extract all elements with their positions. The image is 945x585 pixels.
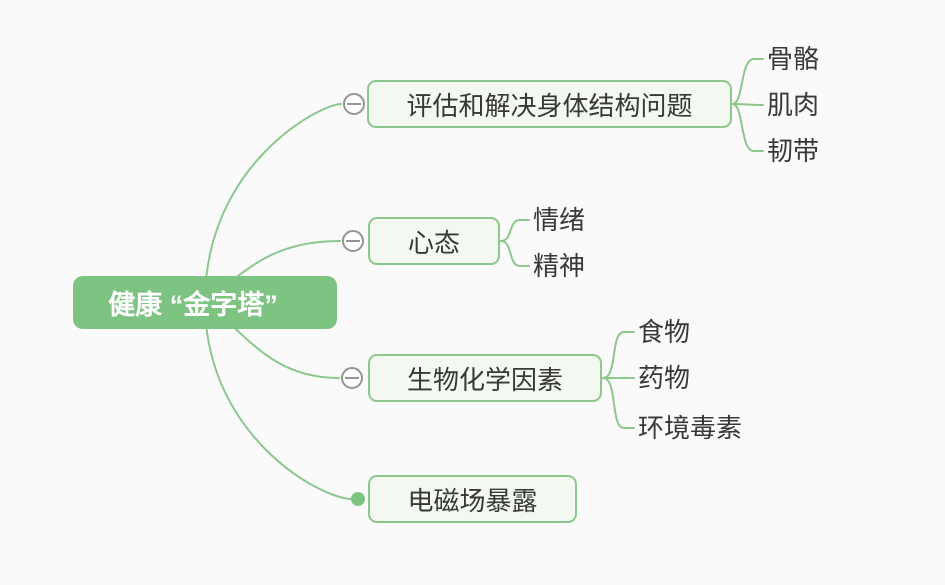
edge-branch1-child1 — [732, 58, 764, 105]
edge-branch1-child2 — [732, 103, 764, 106]
edge-branch1-child3 — [732, 103, 764, 152]
branch4-endpoint-dot[interactable] — [351, 492, 365, 506]
edge-branch2-child1 — [500, 219, 530, 242]
subtopic-ligaments[interactable]: 韧带 — [767, 136, 820, 166]
topic-body-structure[interactable]: 评估和解决身体结构问题 — [367, 80, 732, 128]
subtopic-env-toxins[interactable]: 环境毒素 — [638, 413, 743, 443]
topic-mindset[interactable]: 心态 — [368, 217, 500, 265]
edge-root-branch4 — [204, 301, 353, 500]
minus-icon — [347, 103, 361, 105]
root-topic[interactable]: 健康 “金字塔” — [73, 276, 337, 329]
subtopic-muscles[interactable]: 肌肉 — [767, 90, 820, 120]
subtopic-spirit[interactable]: 精神 — [533, 251, 586, 281]
minus-icon — [346, 240, 360, 242]
topic-biochemical[interactable]: 生物化学因素 — [368, 354, 602, 402]
edge-branch3-child3 — [602, 377, 635, 429]
edge-root-branch1 — [204, 103, 342, 303]
topic-emf-exposure[interactable]: 电磁场暴露 — [368, 475, 577, 523]
collapse-button-branch3[interactable] — [341, 367, 363, 389]
collapse-button-branch2[interactable] — [342, 230, 364, 252]
collapse-button-branch1[interactable] — [343, 93, 365, 115]
subtopic-bones[interactable]: 骨骼 — [767, 44, 820, 74]
subtopic-food[interactable]: 食物 — [638, 317, 691, 347]
edge-branch2-child2 — [500, 240, 530, 267]
subtopic-emotion[interactable]: 情绪 — [533, 205, 586, 235]
subtopic-medicine[interactable]: 药物 — [638, 363, 691, 393]
edge-branch3-child1 — [602, 331, 635, 379]
minus-icon — [345, 377, 359, 379]
